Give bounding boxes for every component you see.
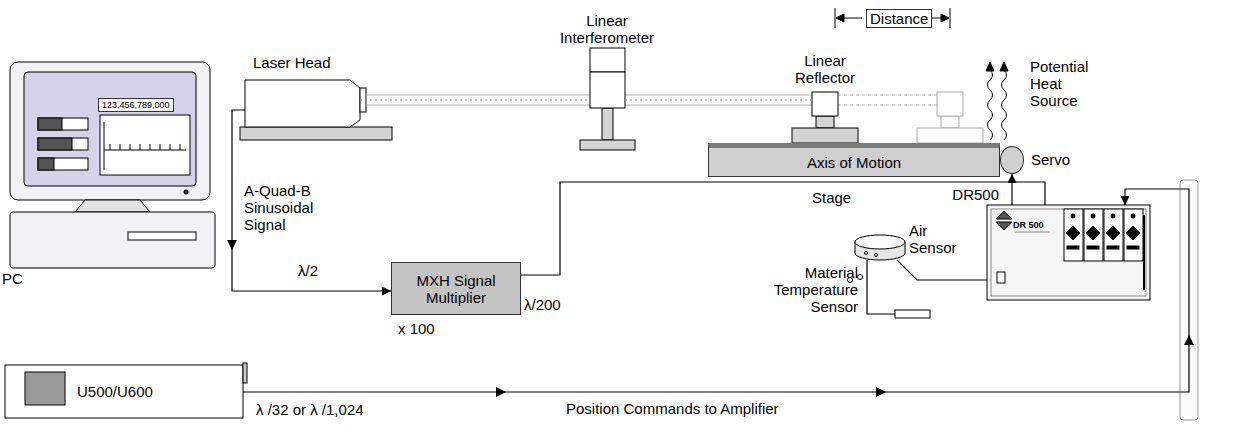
pc-illustration: [10, 62, 215, 268]
text-holder: DR500: [947, 186, 999, 204]
resolution-label: λ /32 or λ /1,024: [256, 401, 364, 418]
text-holder: MXH Signal Multiplier: [392, 263, 520, 314]
box-label: MXH Signal Multiplier: [400, 272, 512, 306]
part-label: PC: [2, 270, 23, 287]
part-label: DR500: [952, 186, 999, 203]
process-box: MXH Signal Multiplier: [391, 262, 521, 315]
laser-head: Laser Head: [245, 80, 360, 127]
pc-computer: 123,456,789,000PC: [10, 62, 215, 268]
signal-wire: [897, 260, 987, 280]
screen-readout: 123,456,789,000: [98, 98, 174, 112]
signal-wire: [232, 110, 391, 291]
edge-label: Position Commands to Amplifier: [566, 400, 779, 417]
signal-wire: [1011, 174, 1012, 205]
part-label: Linear Reflector: [785, 52, 865, 86]
part-label: Linear Interferometer: [552, 12, 662, 46]
text-holder: Linear Reflector: [785, 52, 865, 87]
controller-card: U500/U600: [5, 365, 243, 418]
air-sensor: Air Sensor: [855, 236, 905, 260]
text-holder: Air Sensor: [909, 222, 963, 257]
distance-dimension: [835, 8, 950, 28]
amplifier-rack: DR500DR 500: [987, 205, 1150, 300]
stage-box: Axis of Motion: [708, 143, 1000, 177]
text-holder: Position Commands to Amplifier: [566, 400, 826, 418]
controller-card-illustration: [5, 363, 247, 418]
signal-wire: [243, 189, 1189, 392]
text-holder: λ/200: [524, 296, 584, 314]
wire-direction-arrows: [227, 240, 1194, 397]
signal-wire: [867, 260, 895, 314]
callout-label: Potential Heat Source: [1030, 58, 1096, 109]
text-holder: DR 500: [1013, 214, 1063, 232]
panel-label: DR 500: [1013, 219, 1044, 231]
signal-name: λ/200: [524, 296, 561, 313]
text-holder: PC: [2, 270, 26, 288]
text-holder: Potential Heat Source: [1030, 58, 1096, 110]
text-holder: λ /32 or λ /1,024: [256, 401, 426, 419]
text-holder: λ/2: [298, 262, 338, 280]
text-holder: Material Temperature Sensor: [763, 264, 858, 316]
linear-reflector: Linear Reflector: [812, 92, 838, 116]
temperature-probe: Material Temperature Sensor: [895, 310, 930, 318]
signal-wire: [521, 182, 1045, 275]
text-holder: Axis of Motion: [709, 148, 999, 176]
part-label: Servo: [1031, 151, 1070, 168]
text-holder: Servo: [1031, 151, 1091, 169]
amplifier-rack-illustration: [987, 205, 1150, 300]
interferometer-illustration: [580, 48, 635, 150]
part-label: Material Temperature Sensor: [763, 264, 858, 315]
dimension-label: Distance: [866, 9, 932, 28]
part-label: Air Sensor: [909, 222, 963, 256]
edge-label: A-Quad-B Sinusoidal Signal: [244, 182, 334, 233]
part-label: Stage: [812, 189, 851, 206]
part-label: U500/U600: [77, 383, 153, 400]
text-holder: 123,456,789,000: [98, 94, 202, 112]
signal-name: λ/2: [298, 262, 318, 279]
text-holder: x 100: [398, 320, 458, 338]
laser-beam-path: [625, 100, 812, 101]
reflector-moved-position: [917, 92, 983, 143]
part-label: Laser Head: [253, 54, 331, 71]
laser-beam-path: [360, 100, 590, 101]
text-holder: A-Quad-B Sinusoidal Signal: [244, 182, 334, 234]
servo-motor: Servo: [1000, 146, 1024, 174]
multiplier-factor: x 100: [398, 320, 435, 337]
box-label: Axis of Motion: [807, 154, 901, 171]
text-holder: Linear Interferometer: [552, 12, 662, 47]
text-holder: Laser Head: [253, 54, 363, 72]
text-holder: U500/U600: [77, 383, 187, 401]
laser-head-illustration: [240, 80, 392, 140]
text-holder: Stage: [812, 189, 862, 207]
linear-interferometer: Linear Interferometer: [590, 48, 625, 150]
text-holder: Distance: [866, 9, 922, 28]
heat-waves: [986, 62, 1008, 140]
